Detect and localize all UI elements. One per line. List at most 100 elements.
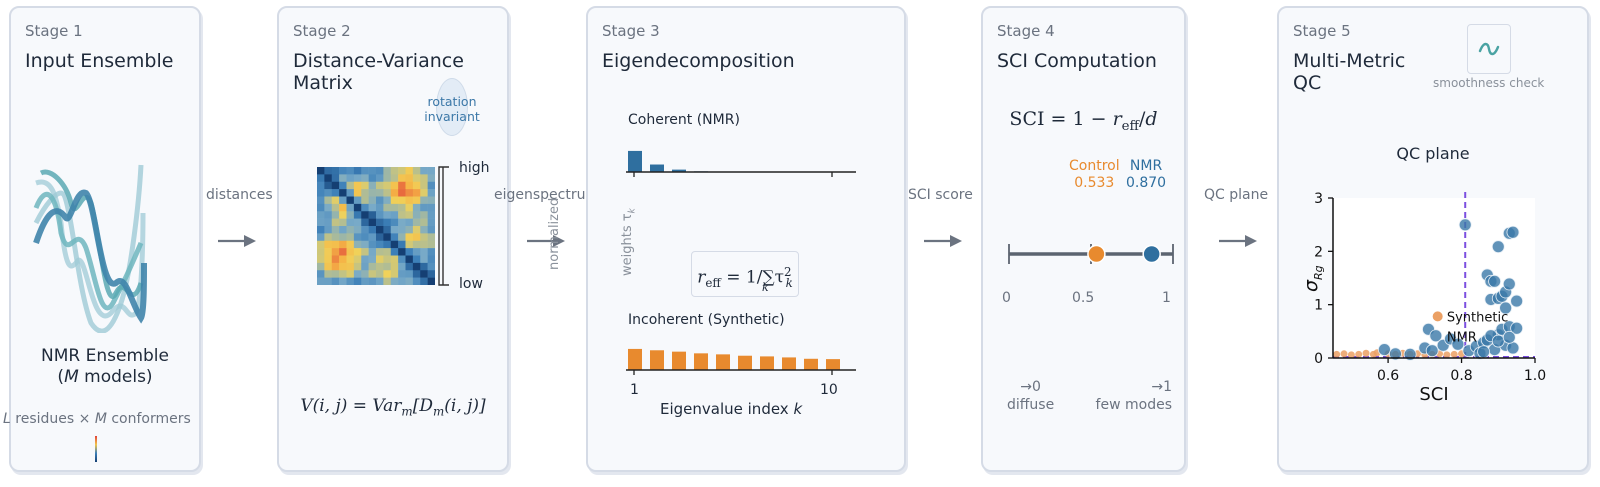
heatmap-cell <box>390 174 399 183</box>
heatmap-cell <box>346 277 355 285</box>
formula-sub: k <box>785 276 793 291</box>
heatmap-cell <box>398 255 406 264</box>
heatmap-cell <box>383 233 392 242</box>
heatmap-cell <box>317 203 325 212</box>
heatmap-cell <box>346 203 355 212</box>
x-axis-label: SCI <box>1419 384 1448 405</box>
effective-rank-formula: reff = 1/∑τ2k k <box>691 251 799 297</box>
heatmap-cell <box>376 181 384 190</box>
heatmap-cell <box>398 218 406 227</box>
x-tick-label: 0.6 <box>1377 368 1399 384</box>
control-score-marker <box>1087 244 1106 264</box>
diffuse-text: diffuse <box>1007 397 1055 413</box>
heatmap-cell <box>331 203 340 212</box>
heatmap-cell <box>390 248 399 256</box>
heatmap-cell <box>420 248 428 256</box>
heatmap-cell <box>376 189 384 197</box>
heatmap-cell <box>361 226 369 234</box>
heatmap-cell <box>412 196 421 205</box>
formula-sum-sub: k <box>762 281 769 294</box>
heatmap-cell <box>331 270 340 278</box>
heatmap-cell <box>376 248 384 256</box>
formula-rhs: = 1/∑τ <box>720 267 784 288</box>
nmr-score-marker <box>1142 244 1161 264</box>
tick-label: 0.5 <box>1072 290 1095 306</box>
heatmap-cell <box>346 196 355 205</box>
ensemble-caption: NMR Ensemble (M models) <box>11 346 199 388</box>
y-tick-label: 1 <box>1314 298 1323 314</box>
few-modes-text: few modes <box>1095 397 1172 413</box>
heatmap-cell <box>412 248 421 256</box>
scale-low-label: low <box>459 276 483 292</box>
heatmap-cell <box>368 255 377 264</box>
legend-label-synthetic: Synthetic <box>1447 310 1508 325</box>
heatmap-cell <box>368 189 377 197</box>
heatmap-cell <box>317 196 325 205</box>
tick-label-last: 10 <box>820 382 838 398</box>
ylabel-line-1: normalized <box>547 197 562 270</box>
tick-label: 1 <box>1162 290 1171 306</box>
heatmap-cell <box>405 277 414 285</box>
formula-part: V(i, j) = Var <box>300 396 402 416</box>
heatmap-cell <box>331 211 340 219</box>
heatmap-cell <box>324 189 333 197</box>
heatmap-cell <box>390 233 399 242</box>
heatmap-cell <box>361 233 369 242</box>
nmr-point <box>1378 343 1391 357</box>
arrow-right-icon <box>1219 235 1257 247</box>
heatmap-cell <box>427 203 435 212</box>
heatmap-cell <box>339 270 347 278</box>
heatmap-cell <box>339 203 347 212</box>
heatmap-cell <box>361 189 369 197</box>
heatmap-cell <box>361 218 369 227</box>
sci-formula: SCI = 1 − reff/d <box>983 108 1184 134</box>
heatmap-cell <box>317 248 325 256</box>
heatmap-cell <box>361 181 369 190</box>
heatmap-cell <box>376 203 384 212</box>
heatmap-cell <box>368 203 377 212</box>
nmr-point <box>1425 344 1439 358</box>
heatmap-cell <box>390 226 399 234</box>
heatmap-cell <box>324 270 333 278</box>
synthetic-point <box>1362 349 1370 357</box>
heatmap-cell <box>420 270 428 278</box>
tick-label: 0 <box>1002 290 1011 306</box>
heatmap-cell <box>405 174 414 183</box>
caption-rest: models) <box>78 367 153 387</box>
y-tick-label: 0 <box>1314 351 1323 367</box>
stage-label: Stage 5 <box>1293 22 1351 40</box>
heatmap-cell <box>331 196 340 205</box>
heatmap-cell <box>405 203 414 212</box>
connector-label-qc-plane: QC plane <box>1204 187 1269 203</box>
heatmap-cell <box>427 270 435 278</box>
dim-text-2: conformers <box>106 411 191 427</box>
heatmap-cell <box>383 255 392 264</box>
color-scale-mini <box>95 436 97 462</box>
heatmap-cell <box>361 248 369 256</box>
ensemble-curves <box>33 164 147 333</box>
heatmap-cell <box>383 174 392 183</box>
x-tick-label: 1.0 <box>1524 368 1546 384</box>
heatmap-cell <box>398 262 406 271</box>
spectrum-bar <box>650 350 664 370</box>
spectrum-ylabel-2: weights τk <box>620 208 638 276</box>
heatmap-cell <box>361 277 369 285</box>
spectrum-xlabel: Eigenvalue index k <box>660 400 802 418</box>
nmr-value: 0.870 <box>1126 175 1167 191</box>
spectrum-bar <box>738 355 752 370</box>
heatmap-cell <box>412 262 421 271</box>
smoothness-check-icon <box>1467 24 1511 74</box>
formula-sub: eff <box>1121 118 1139 134</box>
heatmap-cell <box>331 189 340 197</box>
stage-title: Distance-Variance Matrix <box>293 50 464 94</box>
few-modes-annotation: →1 few modes <box>1096 378 1172 414</box>
synthetic-point <box>1333 350 1341 358</box>
heatmap-cell <box>420 167 428 175</box>
formula-r-sub: eff <box>705 276 721 291</box>
heatmap-cell <box>317 218 325 227</box>
heatmap-cell <box>398 226 406 234</box>
heatmap-cell <box>412 218 421 227</box>
heatmap-cell <box>390 167 399 175</box>
connector-label-distances: distances <box>206 187 273 203</box>
heatmap-cell <box>324 255 333 264</box>
